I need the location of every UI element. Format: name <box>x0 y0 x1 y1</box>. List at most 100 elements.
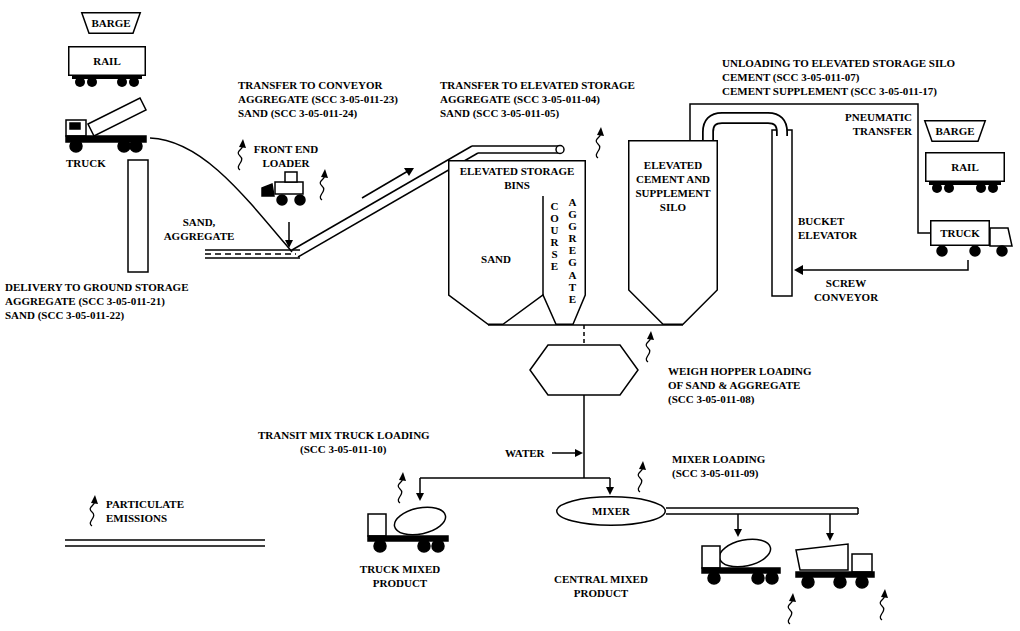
node-text: TRUCK <box>940 226 980 240</box>
wheel <box>432 540 444 552</box>
annotation-label: OF SAND & AGGREGATE <box>668 378 800 392</box>
truck-cab <box>990 228 1012 246</box>
node-text: ELEVATED CEMENT AND SUPPLEMENT SILO <box>631 158 715 214</box>
emission-arrow <box>646 331 654 362</box>
barge-outline <box>82 13 141 34</box>
arrowheads <box>416 449 834 541</box>
annotation-label: WATER <box>505 446 545 460</box>
bins-outline <box>449 161 586 325</box>
product-line <box>829 514 831 534</box>
legend-text: PARTICULATE EMISSIONS <box>106 497 206 525</box>
wheel <box>766 572 778 584</box>
arrowhead <box>285 240 293 248</box>
node-text: RAIL <box>951 160 979 174</box>
feed-line <box>609 478 611 488</box>
arrowhead <box>404 168 414 176</box>
conveyor-arrow <box>362 171 408 198</box>
central-mix-truck <box>702 535 780 584</box>
loader-cab <box>285 172 297 182</box>
emission-arrow <box>788 593 796 624</box>
wheel <box>802 576 814 588</box>
pneumatic-pipe-inner <box>708 118 782 145</box>
wheel <box>997 246 1007 256</box>
loader-arrow <box>288 222 290 242</box>
box-outline <box>926 153 1005 182</box>
arrowhead <box>794 265 803 275</box>
node-text: BARGE <box>91 16 130 30</box>
rail-car: RAIL <box>68 46 146 76</box>
product-line <box>857 508 859 514</box>
arrowhead <box>734 529 742 537</box>
node-text: SAND <box>466 252 526 266</box>
wheel <box>418 540 430 552</box>
wheel <box>87 77 97 87</box>
dump-bed <box>88 98 146 136</box>
node-text: COURSE <box>549 200 560 273</box>
dump-truck <box>66 98 146 152</box>
bins-divider <box>542 196 544 295</box>
pneumatic-pipe <box>708 118 782 144</box>
annotation-label: SAND (SCC 3-05-011-05) <box>440 106 559 120</box>
wheel <box>295 195 305 205</box>
weigh-hopper <box>530 345 638 395</box>
barge-outline <box>925 121 986 142</box>
arrowhead <box>826 533 834 541</box>
truck-cab <box>368 514 386 536</box>
arrowhead <box>575 449 583 457</box>
connector-line <box>690 104 930 233</box>
emission-arrow <box>238 139 246 170</box>
wheel <box>117 77 127 87</box>
cab-window <box>70 123 80 129</box>
mixer-ellipse: MIXER <box>556 496 666 526</box>
emission-arrow <box>638 461 646 492</box>
annotation-label: UNLOADING TO ELEVATED STORAGE SILO <box>722 56 955 70</box>
wheel <box>708 572 720 584</box>
annotation-label: TRANSFER TO CONVEYOR <box>238 78 382 92</box>
wheel <box>988 183 998 193</box>
annotation-label: MIXER LOADING <box>672 452 765 466</box>
product-line <box>666 507 858 509</box>
front-end-loader <box>262 172 305 205</box>
annotation-label: AGGREGATE (SCC 3-05-011-04) <box>440 92 600 106</box>
annotation-label: SAND (SCC 3-05-011-22) <box>5 308 124 322</box>
wheel <box>856 576 868 588</box>
annotation-label: CEMENT SUPPLEMENT (SCC 3-05-011-17) <box>722 84 937 98</box>
arrowhead <box>606 487 614 495</box>
feed-line <box>419 478 421 494</box>
annotation-label: FRONT END LOADER <box>248 142 324 170</box>
annotation-label: TRUCK MIXED PRODUCT <box>350 562 450 590</box>
loader-body <box>275 182 303 194</box>
wheel <box>944 183 954 193</box>
wheel <box>970 246 980 256</box>
barge-box: BARGE <box>924 120 986 142</box>
hopper-feed <box>583 325 585 345</box>
wheel <box>752 572 764 584</box>
product-line <box>666 513 858 515</box>
silo-outline <box>629 141 718 325</box>
wheel <box>976 183 986 193</box>
node-text: MIXER <box>592 504 630 518</box>
ground-hopper-dash <box>205 253 296 255</box>
rail-car: RAIL <box>925 152 1005 182</box>
truck-box: TRUCK <box>930 220 990 246</box>
storage-pile <box>150 138 292 252</box>
annotation-label: SAND (SCC 3-05-011-24) <box>238 106 357 120</box>
box-outline <box>931 221 990 246</box>
feed-line <box>420 477 610 479</box>
annotation-label: (SCC 3-05-011-10) <box>300 442 386 456</box>
product-line <box>737 514 739 530</box>
central-dump-truck <box>796 544 874 588</box>
emission-arrow <box>398 472 406 503</box>
wheel <box>75 77 85 87</box>
arrowhead <box>416 493 424 501</box>
emission-arrow <box>880 589 888 620</box>
annotation-label: WEIGH HOPPER LOADING <box>668 364 812 378</box>
wheel <box>374 540 386 552</box>
wheel <box>118 140 130 152</box>
transit-mix-truck <box>368 503 448 552</box>
rail-wheels <box>72 76 1001 193</box>
connector <box>690 104 930 233</box>
wheel <box>834 576 846 588</box>
wheel <box>70 140 82 152</box>
